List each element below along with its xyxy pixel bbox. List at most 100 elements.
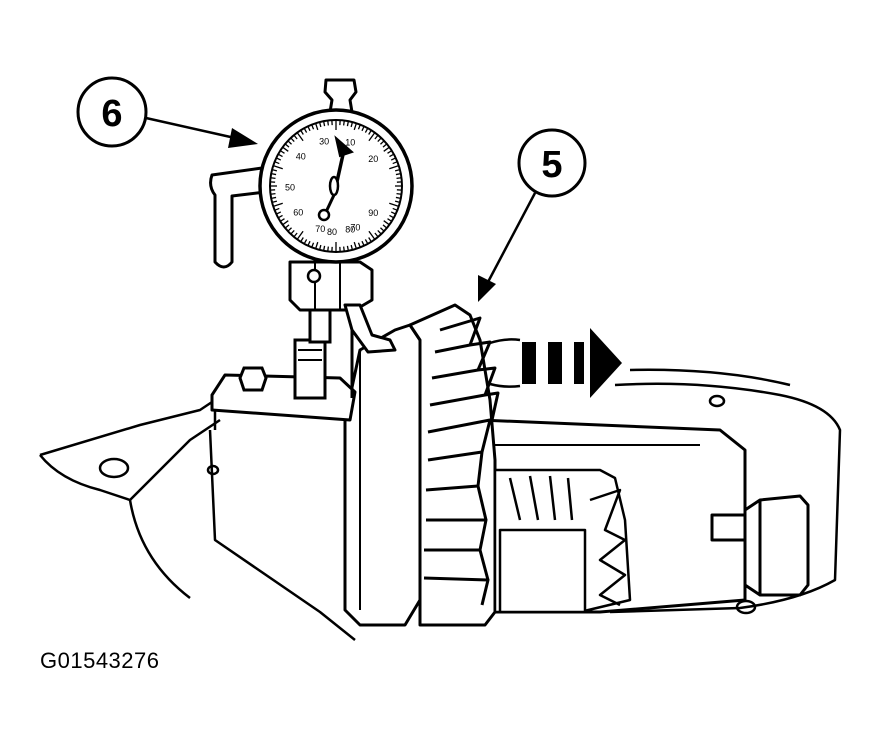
dial-number: 10 — [345, 137, 355, 147]
dial-tick — [273, 164, 283, 170]
dial-tick — [377, 137, 382, 142]
dial-tick — [364, 239, 369, 245]
dial-tick — [395, 172, 401, 176]
dial-tick — [307, 126, 311, 132]
dial-tick — [271, 196, 277, 200]
axle-tube — [710, 494, 810, 597]
dial-tick — [276, 157, 282, 161]
dial-tick — [322, 121, 326, 127]
dial-tick — [318, 121, 322, 128]
dial-tick — [327, 120, 329, 126]
dial-tick — [293, 232, 298, 238]
indicator-stem — [308, 308, 332, 344]
dial-tick — [389, 214, 395, 219]
dial-tick — [277, 153, 283, 158]
indicator-plunger — [343, 303, 397, 354]
dial-tick — [383, 220, 390, 226]
indicator-lever — [209, 166, 267, 269]
dashed-right-arrow-icon — [522, 328, 622, 398]
dial-tick — [396, 177, 402, 179]
dial-number: 80 — [327, 227, 337, 237]
dial-tick — [353, 241, 358, 249]
dial-tick — [284, 224, 290, 229]
dial-tick — [353, 123, 358, 131]
indicator-top-cap — [323, 78, 358, 114]
dial-tick — [274, 161, 280, 165]
bolt-hole-left — [98, 457, 130, 479]
dial-tick — [276, 211, 282, 215]
dial-tick — [300, 237, 304, 243]
dial-tick — [377, 230, 382, 235]
dial-tick — [361, 126, 365, 132]
dial-number: 60 — [293, 207, 303, 217]
dial-tick — [382, 143, 388, 148]
dial-tick — [282, 146, 289, 152]
bolt-hole-right-top — [708, 394, 726, 408]
dial-tick — [346, 121, 350, 127]
mount-bolt — [238, 366, 268, 392]
dial-number: 80 — [345, 225, 355, 235]
differential-gears — [493, 468, 632, 614]
dial-tick — [389, 202, 399, 208]
dial-tick — [382, 224, 388, 229]
dial-tick — [364, 127, 369, 133]
dial-tick — [274, 207, 280, 211]
dial-tick — [395, 196, 401, 200]
dial-tick — [357, 124, 361, 130]
indicator-mount-base — [210, 373, 357, 422]
callout-5: 5 — [478, 128, 587, 302]
dial-tick — [389, 164, 399, 170]
dial-number: 30 — [319, 137, 329, 147]
dial-tick — [318, 244, 322, 251]
dial-tick — [392, 207, 398, 211]
dial-tick — [322, 245, 326, 251]
dial-tick — [346, 245, 350, 251]
dial-tick — [270, 193, 276, 195]
dial-tick — [290, 137, 295, 142]
dial-tick — [273, 202, 283, 208]
dial-number: 70 — [350, 223, 360, 233]
callout-6-label: 6 — [101, 93, 122, 135]
axle-housing — [39, 368, 842, 641]
dial-tick — [390, 157, 396, 161]
dial-tick — [396, 193, 402, 195]
dial-tick — [300, 129, 304, 135]
dial-tick — [293, 134, 298, 140]
dial-tick — [287, 140, 292, 145]
indicator-post — [293, 338, 327, 400]
dial-tick — [296, 230, 304, 240]
dial-tick — [271, 168, 278, 172]
dial-tick — [270, 177, 276, 179]
indicator-clamp — [288, 260, 374, 312]
dial-tick — [311, 242, 315, 248]
dial-number: 40 — [296, 151, 306, 161]
dial-tick — [271, 172, 277, 176]
dial-tick — [307, 240, 311, 246]
dial-tick — [282, 220, 289, 226]
motion-lines — [489, 338, 521, 388]
dial-tick — [314, 123, 319, 131]
dial-tick — [387, 150, 393, 154]
dial-tick — [277, 214, 283, 219]
dial-tick — [350, 244, 354, 251]
dial-tick — [357, 242, 361, 248]
clamp-screw — [306, 268, 322, 284]
dial-tick — [290, 230, 295, 235]
dial-tick — [279, 218, 285, 222]
callout-6-leader — [145, 116, 236, 140]
dial-tick — [287, 227, 292, 232]
dial-tick — [368, 237, 372, 243]
dial-tick — [383, 146, 390, 152]
dial-tick — [271, 200, 278, 204]
dial-tick — [343, 120, 345, 126]
dial-tick — [314, 241, 319, 249]
dial-tick — [368, 132, 376, 142]
dial-tick — [380, 140, 385, 145]
dial-number: 90 — [368, 208, 378, 218]
callout-5-label: 5 — [541, 144, 562, 186]
callout-5-leader — [486, 192, 537, 283]
dial-tick — [361, 240, 365, 246]
